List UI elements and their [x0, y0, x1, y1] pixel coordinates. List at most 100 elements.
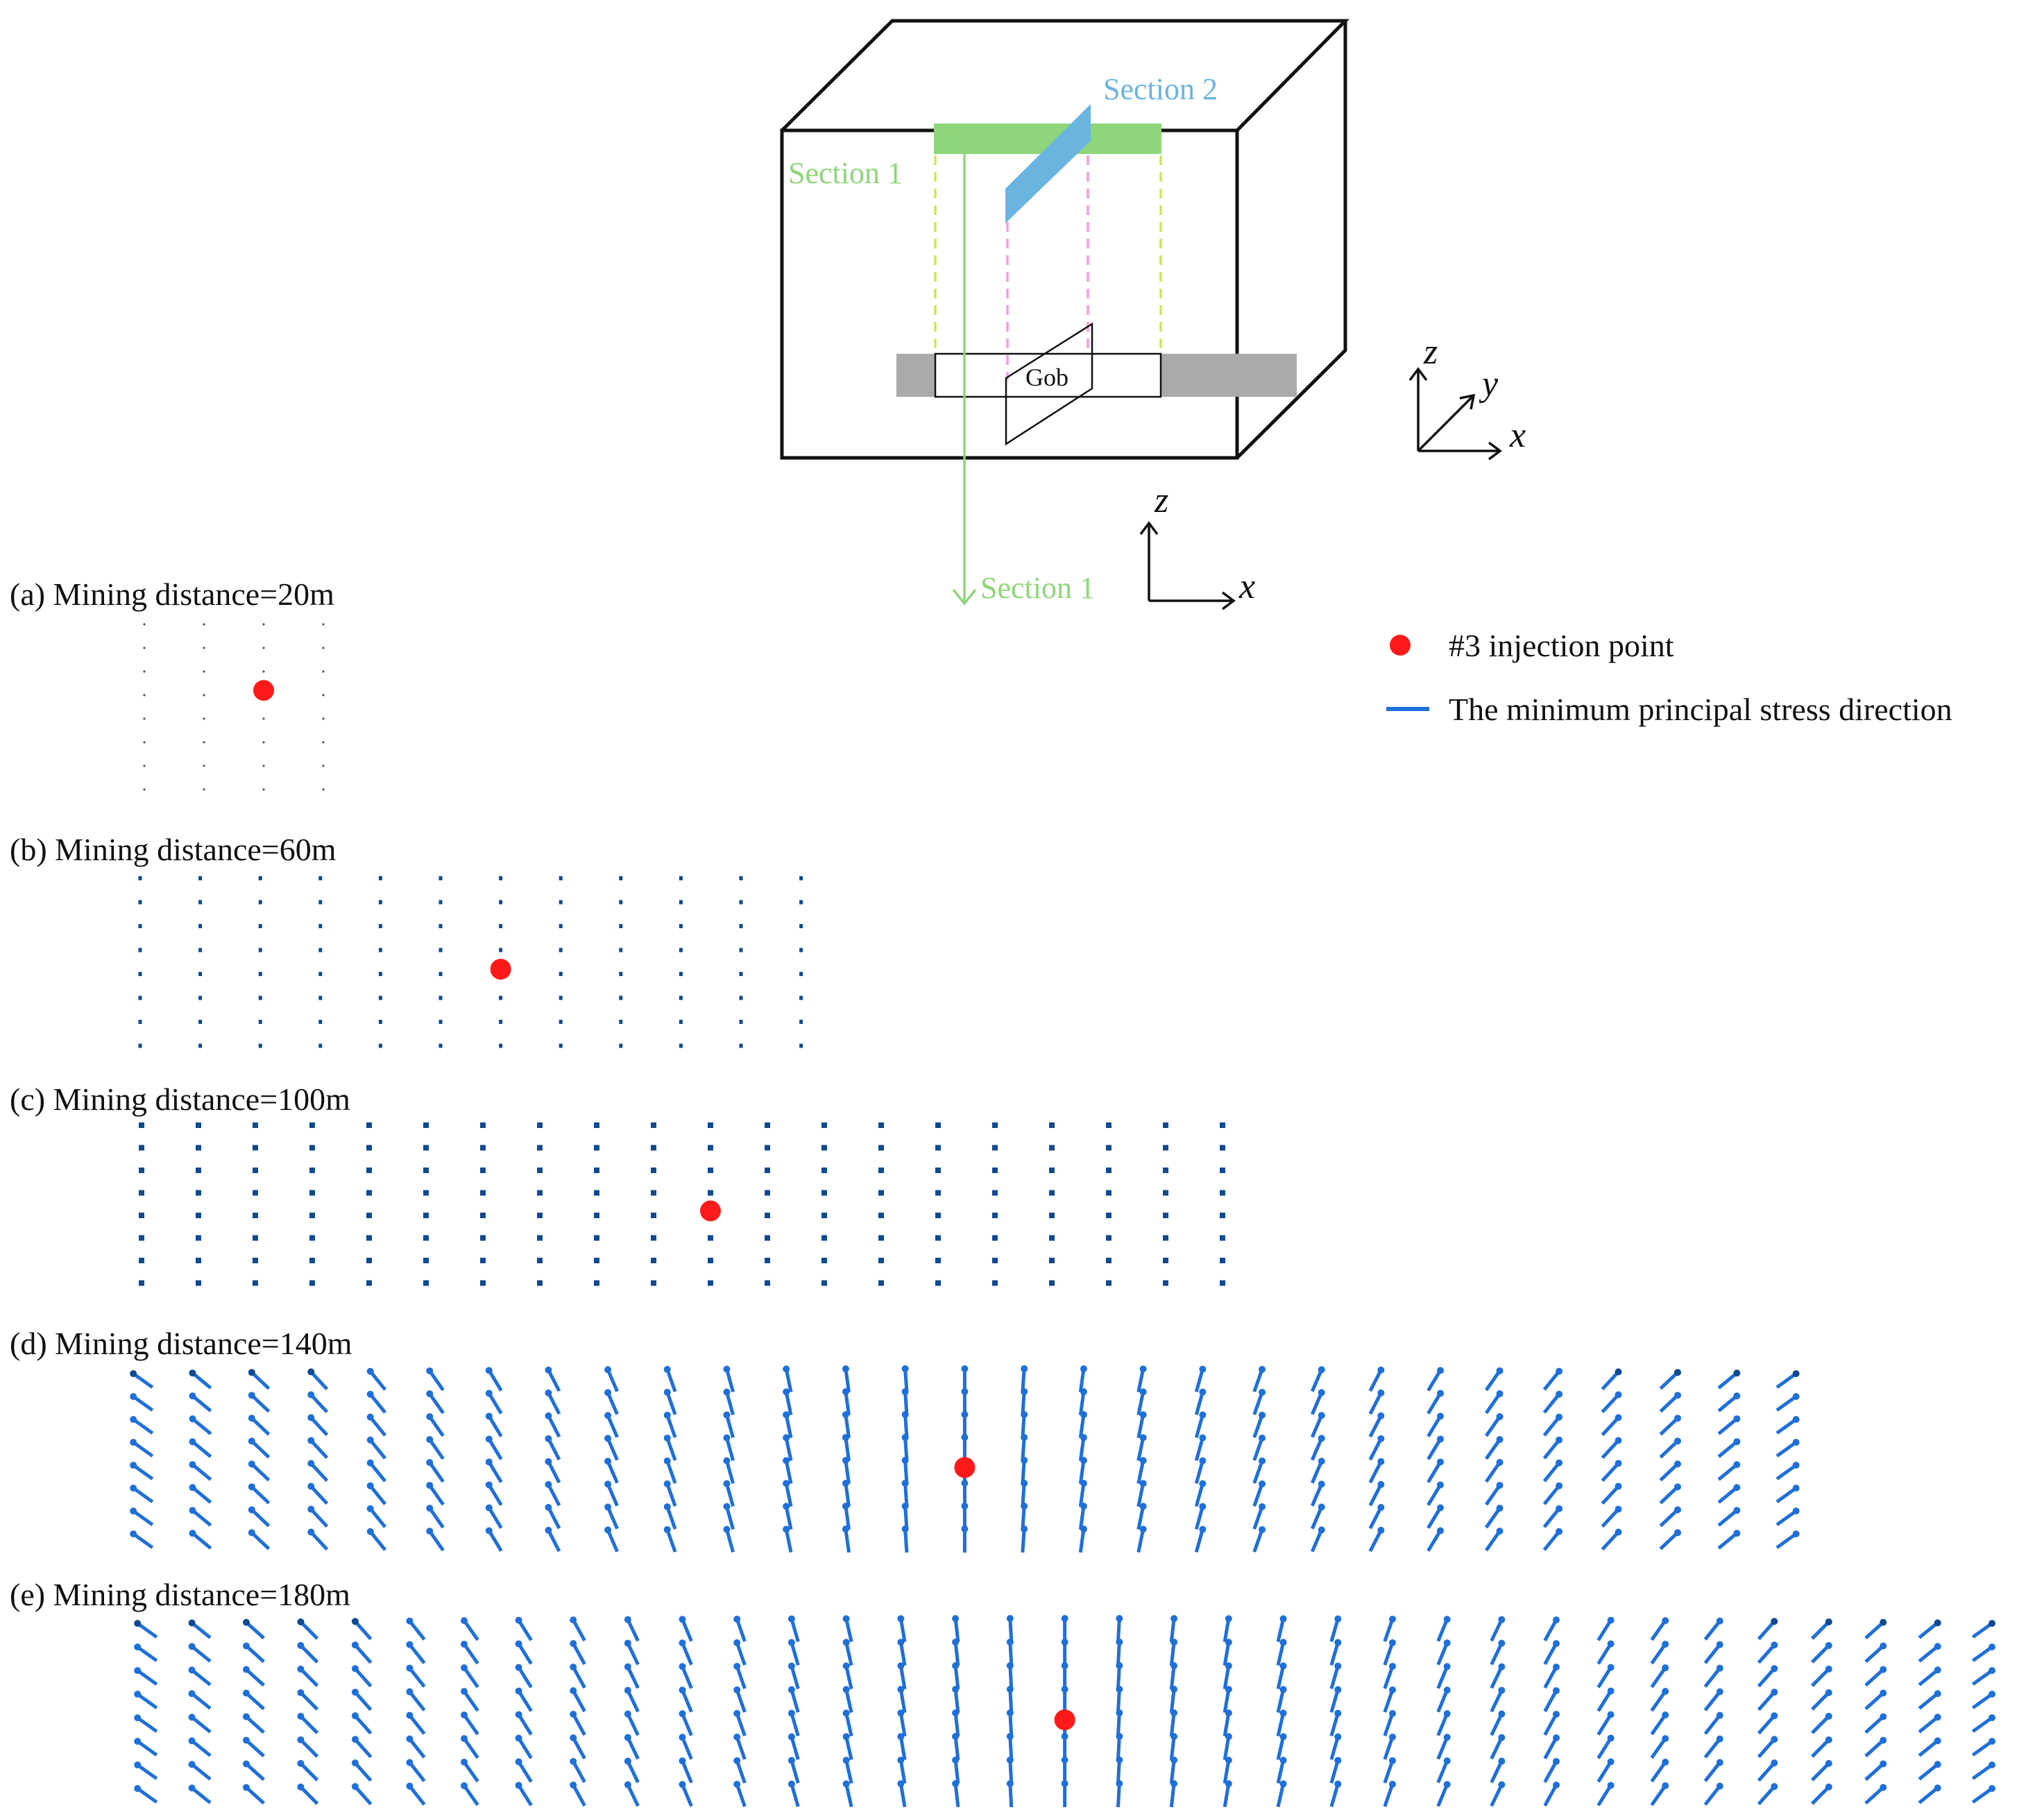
vector-column	[1078, 1365, 1087, 1553]
stress-vector	[953, 1712, 960, 1737]
panel-e-injection-point	[1054, 1709, 1075, 1731]
stress-vector	[250, 1417, 271, 1436]
stress-vector-head	[679, 1663, 686, 1670]
stress-vector	[547, 1369, 561, 1392]
stress-vector	[735, 1713, 747, 1736]
stress-vector	[138, 995, 142, 1000]
stress-vector-head	[663, 1525, 671, 1533]
stress-vector-head	[783, 1388, 790, 1396]
stress-vector	[1021, 1368, 1026, 1393]
stress-vector-head	[952, 1757, 960, 1764]
stress-vector-head	[1318, 1366, 1325, 1374]
stress-vector-head	[130, 1370, 137, 1378]
stress-vector-head	[1988, 1714, 1996, 1722]
stress-vector-head	[1436, 1527, 1444, 1535]
stress-vector-head	[624, 1686, 631, 1694]
stress-vector-head	[1259, 1457, 1266, 1464]
stress-vector-head	[351, 1712, 359, 1720]
stress-vector-head	[1334, 1780, 1342, 1788]
stress-vector	[1918, 1621, 1939, 1639]
stress-vector-head	[351, 1783, 359, 1790]
stress-vector-head	[1733, 1507, 1741, 1514]
stress-vector	[784, 1391, 793, 1416]
stress-vector	[462, 1761, 479, 1783]
stress-vector	[1864, 1621, 1884, 1640]
stress-vector	[1383, 1713, 1395, 1736]
stress-vector-head	[1199, 1388, 1207, 1396]
stress-vector-head	[842, 1365, 849, 1373]
stress-vector	[1436, 1642, 1449, 1666]
stress-vector	[1049, 1280, 1055, 1286]
vector-column	[248, 1369, 271, 1550]
stress-vector	[992, 1122, 998, 1128]
stress-vector	[487, 1369, 503, 1392]
stress-vector-head	[242, 1666, 250, 1673]
stress-vector-head	[1792, 1439, 1800, 1446]
stress-vector-head	[1443, 1663, 1451, 1670]
stress-vector-head	[248, 1506, 255, 1514]
stress-vector	[1329, 1618, 1340, 1643]
stress-vector	[262, 717, 265, 720]
stress-vector-head	[1771, 1783, 1778, 1790]
vector-column	[1136, 1365, 1147, 1553]
stress-vector-head	[307, 1391, 315, 1399]
stress-vector	[1220, 1168, 1225, 1173]
stress-vector-head	[604, 1526, 612, 1534]
vector-column	[901, 1365, 909, 1553]
stress-vector-head	[1170, 1709, 1178, 1717]
stress-vector	[1310, 1369, 1324, 1392]
stress-vector	[190, 1668, 212, 1686]
axis3d-x-label: x	[1509, 416, 1526, 455]
stress-vector-head	[366, 1482, 374, 1489]
stress-vector	[594, 1168, 599, 1173]
stress-vector	[1650, 1619, 1667, 1641]
vector-column	[570, 1616, 586, 1807]
stress-vector-head	[1615, 1528, 1622, 1536]
stress-vector-head	[1318, 1480, 1325, 1488]
stress-vector	[1775, 1418, 1798, 1435]
stress-vector	[681, 1618, 693, 1642]
stress-vector	[480, 1122, 486, 1128]
stress-vector-head	[1662, 1711, 1669, 1719]
stress-vector-head	[242, 1642, 250, 1650]
stress-vector	[1543, 1666, 1558, 1689]
vector-column	[139, 1122, 144, 1286]
stress-vector	[1436, 1736, 1449, 1760]
stress-vector	[438, 1020, 443, 1024]
stress-vector	[626, 1784, 640, 1807]
stress-vector	[935, 1145, 941, 1151]
stress-vector-head	[1552, 1616, 1560, 1624]
stress-vector-head	[1673, 1483, 1681, 1491]
stress-vector	[1078, 1528, 1086, 1553]
stress-vector	[594, 1190, 599, 1196]
stress-vector	[480, 1258, 486, 1263]
stress-vector	[1811, 1691, 1830, 1711]
stress-vector-head	[1607, 1640, 1615, 1648]
stress-vector	[258, 995, 262, 1000]
stress-vector	[665, 1392, 677, 1415]
stress-vector	[1543, 1784, 1558, 1807]
stress-vector	[594, 1213, 599, 1218]
panel-a-injection-point	[253, 680, 274, 701]
stress-vector	[428, 1369, 445, 1392]
stress-vector-head	[1318, 1526, 1325, 1534]
stress-vector	[1276, 1759, 1286, 1784]
stress-vector	[245, 1738, 265, 1758]
stress-vector	[790, 1665, 800, 1690]
stress-vector	[844, 1736, 853, 1761]
stress-vector	[739, 948, 743, 952]
vector-column	[1006, 1615, 1014, 1808]
stress-vector	[572, 1736, 586, 1760]
stress-vector	[1659, 1508, 1679, 1528]
stress-vector	[572, 1689, 586, 1713]
stress-vector	[245, 1621, 265, 1640]
stress-vector-head	[1496, 1413, 1504, 1421]
stress-vector	[665, 1369, 677, 1392]
stress-vector	[765, 1258, 770, 1263]
stress-vector	[1811, 1762, 1830, 1781]
stress-vector-head	[570, 1781, 577, 1789]
stress-vector-head	[570, 1640, 577, 1648]
stress-vector	[1650, 1666, 1667, 1689]
vector-column	[992, 1122, 998, 1286]
stress-vector-head	[783, 1457, 790, 1464]
